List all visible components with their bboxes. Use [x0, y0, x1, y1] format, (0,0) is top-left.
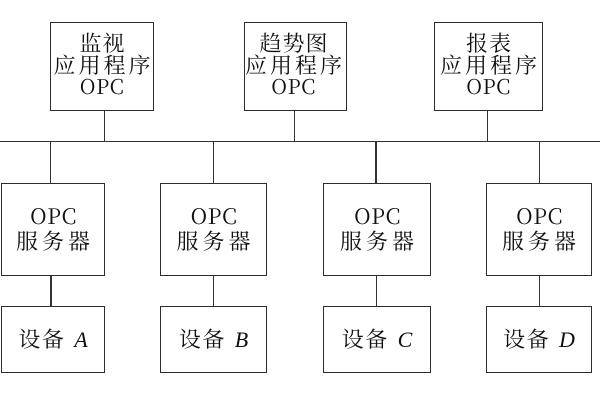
node-label: 监视: [79, 26, 126, 58]
node-label: 应用程序: [245, 49, 346, 81]
device-letter: D: [559, 327, 575, 352]
node-label: OPC: [30, 199, 77, 231]
connector-monitor-app-to-bus: [104, 110, 106, 142]
device-word: 设备: [18, 323, 66, 354]
connector-server-3-to-device-c: [376, 275, 378, 307]
network-bus-line: [0, 141, 600, 143]
node-opc-server-1: OPC 服务器: [1, 183, 105, 276]
node-device-d: 设备 D: [486, 306, 592, 373]
device-word: 设备: [341, 323, 390, 354]
node-label: 报表: [465, 26, 512, 58]
node-label: 趋势图: [259, 26, 329, 58]
node-report-application: 报表 应用程序 OPC: [434, 22, 543, 111]
connector-trend-app-to-bus: [294, 110, 296, 142]
node-monitor-application: 监视 应用程序 OPC: [50, 22, 154, 111]
node-device-a: 设备 A: [1, 306, 105, 373]
node-device-b: 设备 B: [160, 306, 267, 373]
node-label: 应用程序: [439, 49, 540, 81]
node-opc-server-4: OPC 服务器: [486, 183, 592, 276]
node-label: 服务器: [15, 224, 94, 256]
node-label: OPC: [466, 70, 511, 101]
node-label: OPC: [79, 70, 125, 101]
connector-bus-to-server-4: [538, 141, 540, 184]
device-letter: C: [397, 327, 413, 352]
node-label: 应用程序: [53, 49, 154, 81]
node-label: 服务器: [176, 224, 255, 256]
device-letter: B: [234, 327, 249, 352]
node-label: OPC: [271, 70, 316, 101]
device-word: 设备: [178, 323, 227, 354]
connector-server-4-to-device-d: [538, 275, 540, 307]
node-label: 服务器: [339, 224, 418, 256]
connector-server-2-to-device-b: [213, 275, 215, 307]
node-opc-server-2: OPC 服务器: [160, 183, 267, 276]
node-label: OPC: [516, 199, 563, 231]
connector-bus-to-server-1: [50, 141, 52, 184]
node-label: 服务器: [501, 224, 580, 256]
node-device-c: 设备 C: [323, 306, 431, 373]
node-label: OPC: [190, 199, 238, 231]
node-trend-application: 趋势图 应用程序 OPC: [244, 22, 347, 111]
device-word: 设备: [503, 323, 551, 354]
node-label: OPC: [354, 199, 401, 231]
device-letter: A: [74, 327, 88, 352]
connector-report-app-to-bus: [487, 110, 489, 142]
node-opc-server-3: OPC 服务器: [323, 183, 431, 276]
connector-server-1-to-device-a: [50, 275, 52, 307]
connector-bus-to-server-3: [375, 141, 377, 184]
connector-bus-to-server-2: [213, 141, 215, 184]
